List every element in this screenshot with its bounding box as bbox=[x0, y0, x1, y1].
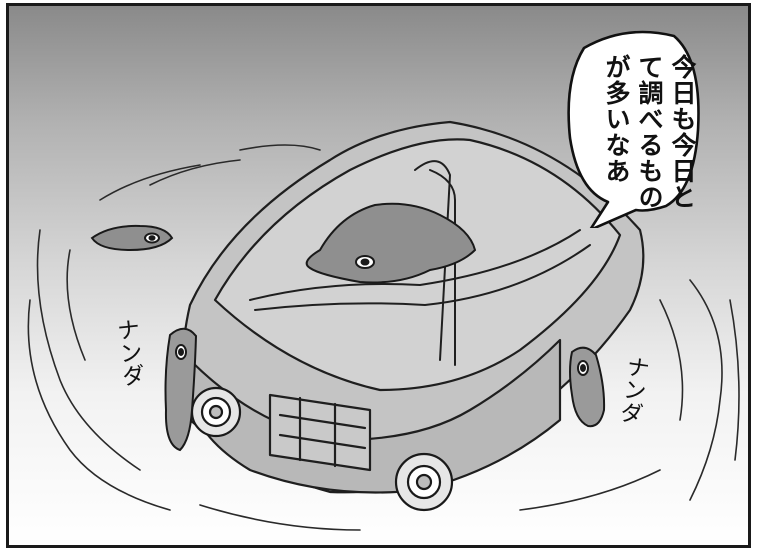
slime-creature bbox=[305, 202, 477, 284]
ripple-line bbox=[99, 164, 201, 201]
speech-bubble-text: 今日も今日とて調べるものが多いなあ bbox=[602, 54, 697, 210]
ripple-line bbox=[36, 229, 141, 471]
slime-creature bbox=[90, 224, 174, 252]
slime-creature bbox=[164, 327, 198, 452]
ripple-line bbox=[689, 279, 723, 501]
speech-bubble bbox=[567, 30, 700, 228]
ripple-line bbox=[239, 144, 321, 151]
ripple-line bbox=[729, 299, 740, 461]
ripple-line bbox=[27, 299, 171, 511]
ripple-line bbox=[659, 299, 684, 421]
ripple-line bbox=[66, 249, 86, 361]
ripple-line bbox=[199, 504, 361, 531]
slime-creature bbox=[569, 346, 606, 428]
ripple-line bbox=[149, 159, 241, 186]
headlight bbox=[394, 452, 454, 512]
ripple-line bbox=[519, 469, 661, 511]
headlight bbox=[190, 386, 242, 438]
